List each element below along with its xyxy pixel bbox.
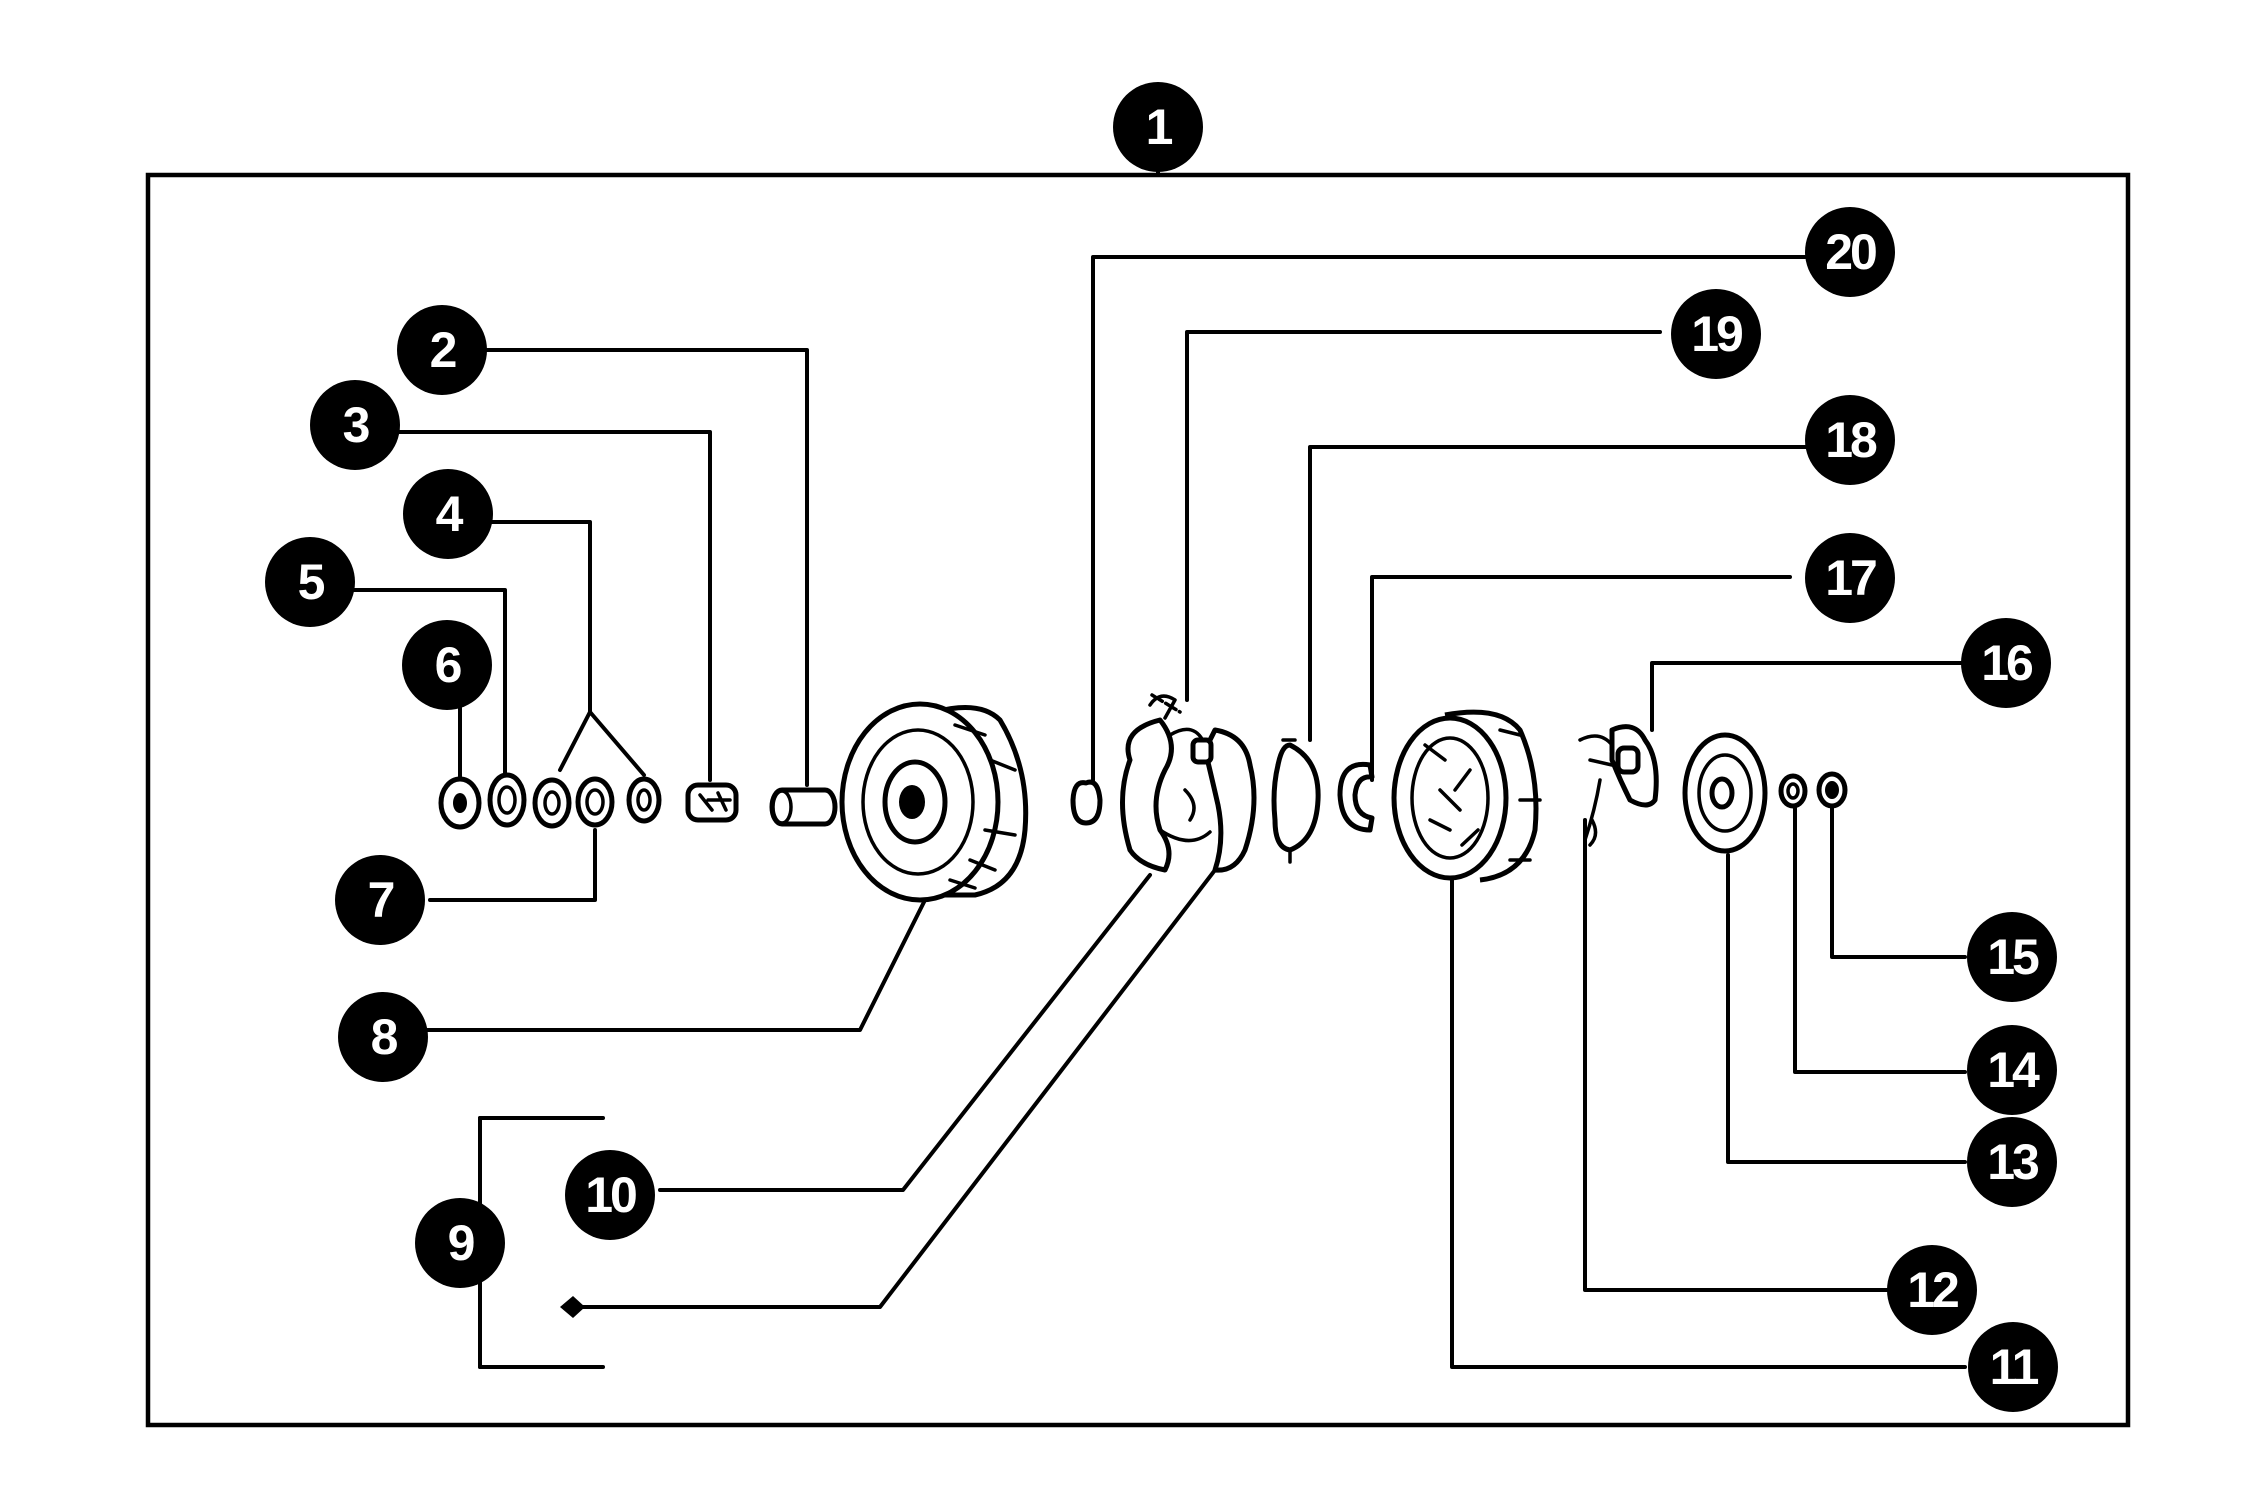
callout-label-10: 10 <box>585 1167 636 1223</box>
part-pin-9 <box>560 1296 585 1318</box>
callout-18: 18 <box>1805 395 1895 485</box>
part-hub-cap-13 <box>1682 732 1768 854</box>
callout-label-20: 20 <box>1825 224 1876 280</box>
callout-label-19: 19 <box>1691 306 1742 362</box>
callout-label-18: 18 <box>1825 412 1877 468</box>
part-gasket-18 <box>1271 738 1321 864</box>
callout-12: 12 <box>1887 1245 1977 1335</box>
callout-label-15: 15 <box>1987 929 2039 985</box>
part-washer-6 <box>438 776 482 830</box>
callout-label-14: 14 <box>1987 1042 2040 1098</box>
part-ring-5 <box>487 772 527 828</box>
part-brake-shoes-19 <box>1120 693 1257 873</box>
callout-label-7: 7 <box>368 872 394 928</box>
callout-label-17: 17 <box>1825 550 1876 606</box>
part-backplate-11 <box>1391 709 1542 883</box>
part-ring-7 <box>575 776 615 828</box>
part-ring-4a <box>532 777 572 829</box>
callout-label-1: 1 <box>1146 99 1173 155</box>
callout-5: 5 <box>265 537 355 627</box>
callout-14: 14 <box>1967 1025 2057 1115</box>
callout-2: 2 <box>397 305 487 395</box>
callout-16: 16 <box>1961 618 2051 708</box>
callout-9: 9 <box>415 1198 505 1288</box>
callout-20: 20 <box>1805 207 1895 297</box>
callout-11: 11 <box>1968 1322 2058 1412</box>
callout-19: 19 <box>1671 289 1761 379</box>
part-nut-3 <box>685 782 739 823</box>
callout-10: 10 <box>565 1150 655 1240</box>
part-ring-4b <box>626 776 662 824</box>
callout-8: 8 <box>338 992 428 1082</box>
callout-label-16: 16 <box>1981 635 2032 691</box>
callout-label-2: 2 <box>430 322 456 378</box>
callout-label-6: 6 <box>435 637 461 693</box>
part-pin-2 <box>769 787 838 827</box>
part-seal-20 <box>1070 779 1103 826</box>
callout-label-13: 13 <box>1987 1134 2038 1190</box>
callout-label-8: 8 <box>371 1009 398 1065</box>
callout-13: 13 <box>1967 1117 2057 1207</box>
callout-3: 3 <box>310 380 400 470</box>
callout-label-5: 5 <box>298 554 325 610</box>
part-spring-clip-17 <box>1337 761 1375 833</box>
callout-6: 6 <box>402 620 492 710</box>
part-washer-14 <box>1778 773 1808 809</box>
callout-7: 7 <box>335 855 425 945</box>
callout-1: 1 <box>1113 82 1203 172</box>
part-drum-8 <box>839 701 1029 903</box>
callout-4: 4 <box>403 469 493 559</box>
callout-label-3: 3 <box>343 397 369 453</box>
callout-label-9: 9 <box>448 1215 474 1271</box>
callout-label-4: 4 <box>436 486 464 542</box>
leader-lines <box>348 158 1967 1369</box>
part-lever-assembly-16 <box>1578 724 1659 847</box>
callout-17: 17 <box>1805 533 1895 623</box>
callout-label-11: 11 <box>1990 1339 2039 1395</box>
assembly-frame <box>145 172 2131 1428</box>
part-nut-15 <box>1816 771 1848 809</box>
callout-15: 15 <box>1967 912 2057 1002</box>
callout-label-12: 12 <box>1907 1262 1958 1318</box>
